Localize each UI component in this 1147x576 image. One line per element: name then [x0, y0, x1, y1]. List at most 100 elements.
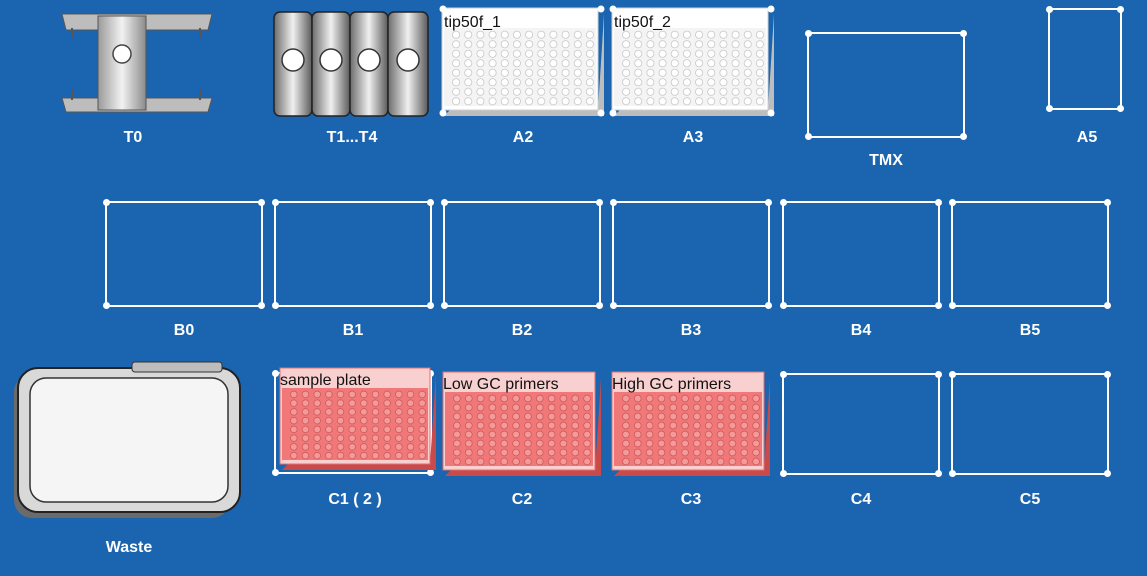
frame-edge: [955, 305, 1105, 307]
slot-c2[interactable]: Low GC primers C2: [441, 370, 607, 516]
slot-b0[interactable]: B0: [103, 199, 269, 344]
slot-t1-t4[interactable]: T1...T4: [272, 8, 432, 148]
slot-label-c2: C2: [511, 491, 533, 508]
slot-label-b5: B5: [1019, 322, 1041, 339]
tip-rack-icon: [609, 5, 775, 117]
frame-edge: [811, 32, 961, 34]
frame-corner-dot: [805, 30, 812, 37]
frame-corner-dot: [949, 470, 956, 477]
frame-edge: [786, 373, 936, 375]
slot-b4[interactable]: B4: [780, 199, 946, 344]
96-well-plate-icon: [279, 367, 436, 470]
96-well-plate-icon: [442, 371, 601, 476]
frame-corner-dot: [960, 30, 967, 37]
frame-corner-dot: [272, 302, 279, 309]
slot-b2[interactable]: B2: [441, 199, 607, 344]
frame-edge: [782, 205, 784, 303]
slot-label-t1-t4: T1...T4: [326, 129, 378, 146]
frame-corner-dot: [949, 371, 956, 378]
frame-edge: [938, 377, 940, 471]
frame-corner-dot: [765, 302, 772, 309]
slot-label-tmx: TMX: [869, 152, 903, 169]
slot-label-a3: A3: [682, 129, 704, 146]
frame-edge: [786, 201, 936, 203]
slot-c4[interactable]: C4: [780, 371, 946, 516]
slot-a5[interactable]: A5: [1046, 6, 1126, 148]
empty-slot-frame: [1046, 6, 1124, 112]
frame-corner-dot: [805, 133, 812, 140]
waste-bin-icon: [14, 361, 241, 518]
frame-edge: [1048, 12, 1050, 106]
frame-edge: [430, 376, 432, 470]
frame-corner-dot: [427, 302, 434, 309]
thermoblock-icon: [273, 11, 429, 117]
slot-label-waste: Waste: [105, 539, 153, 556]
slot-a3[interactable]: tip50f_2 A3: [609, 5, 776, 148]
frame-edge: [278, 472, 428, 474]
frame-edge: [430, 205, 432, 303]
frame-corner-dot: [1117, 6, 1124, 13]
frame-corner-dot: [1046, 6, 1053, 13]
frame-edge: [261, 205, 263, 303]
frame-corner-dot: [1104, 199, 1111, 206]
frame-edge: [955, 373, 1105, 375]
frame-corner-dot: [427, 199, 434, 206]
frame-edge: [443, 205, 445, 303]
frame-corner-dot: [272, 370, 279, 377]
frame-corner-dot: [1046, 105, 1053, 112]
frame-corner-dot: [935, 470, 942, 477]
slot-label-b3: B3: [680, 322, 702, 339]
plate-name-c1: sample plate: [280, 372, 371, 389]
96-well-plate-icon: [611, 371, 770, 476]
frame-edge: [1120, 12, 1122, 106]
slot-b1[interactable]: B1: [272, 199, 438, 344]
slot-label-a2: A2: [512, 129, 534, 146]
frame-corner-dot: [1104, 371, 1111, 378]
empty-slot-frame: [272, 199, 434, 309]
slot-c3[interactable]: High GC primers C3: [610, 370, 776, 516]
frame-edge: [951, 205, 953, 303]
frame-corner-dot: [949, 199, 956, 206]
frame-edge: [612, 205, 614, 303]
frame-corner-dot: [103, 302, 110, 309]
slot-b3[interactable]: B3: [610, 199, 776, 344]
frame-corner-dot: [272, 469, 279, 476]
frame-corner-dot: [258, 199, 265, 206]
empty-slot-frame: [805, 30, 967, 140]
slot-label-c1: C1 ( 2 ): [328, 491, 382, 508]
frame-edge: [278, 305, 428, 307]
slot-label-t0: T0: [123, 129, 143, 146]
slot-c5[interactable]: C5: [949, 371, 1115, 516]
slot-waste[interactable]: Waste: [12, 360, 246, 565]
frame-corner-dot: [765, 199, 772, 206]
slot-label-b0: B0: [173, 322, 195, 339]
plate-name-a2: tip50f_1: [444, 14, 501, 31]
frame-corner-dot: [780, 199, 787, 206]
frame-corner-dot: [272, 199, 279, 206]
frame-edge: [807, 36, 809, 134]
slot-label-c5: C5: [1019, 491, 1041, 508]
frame-corner-dot: [596, 302, 603, 309]
frame-edge: [786, 305, 936, 307]
frame-corner-dot: [103, 199, 110, 206]
slot-label-c4: C4: [850, 491, 872, 508]
slot-c1[interactable]: sample plate C1 ( 2 ): [272, 366, 438, 516]
frame-corner-dot: [935, 302, 942, 309]
slot-a2[interactable]: tip50f_1 A2: [439, 5, 606, 148]
frame-edge: [447, 305, 597, 307]
slot-label-b2: B2: [511, 322, 533, 339]
empty-slot-frame: [441, 199, 603, 309]
frame-corner-dot: [960, 133, 967, 140]
plate-name-a3: tip50f_2: [614, 14, 671, 31]
frame-corner-dot: [441, 199, 448, 206]
frame-edge: [938, 205, 940, 303]
empty-slot-frame: [103, 199, 265, 309]
frame-edge: [963, 36, 965, 134]
empty-slot-frame: [949, 371, 1111, 477]
slot-tmx[interactable]: TMX: [805, 30, 970, 175]
frame-corner-dot: [780, 302, 787, 309]
frame-corner-dot: [610, 199, 617, 206]
frame-edge: [811, 136, 961, 138]
slot-b5[interactable]: B5: [949, 199, 1115, 344]
slot-t0[interactable]: T0: [40, 8, 230, 148]
